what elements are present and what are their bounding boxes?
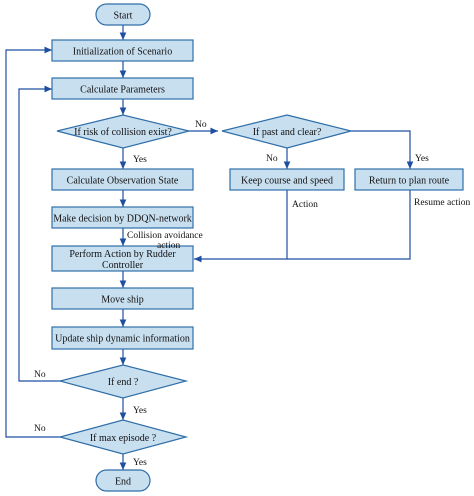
risk-yes-label: Yes xyxy=(133,155,147,165)
collision-label-line2: action xyxy=(157,241,180,251)
calc-obs-label: Calculate Observation State xyxy=(67,176,179,187)
max-no-label: No xyxy=(34,424,46,434)
past-no-label: No xyxy=(266,154,278,164)
if-max-label: If max episode ? xyxy=(90,433,157,444)
init-node xyxy=(51,39,194,62)
perform-label-line1: Perform Action by Rudder xyxy=(69,249,176,260)
return-route-node xyxy=(354,168,464,191)
nodes xyxy=(51,3,464,492)
move-ship-node xyxy=(51,287,194,310)
edge-ifend-no-loop xyxy=(18,85,62,382)
edges xyxy=(5,25,414,470)
edge-labels: No Yes No Yes Action Resume action Colli… xyxy=(34,120,470,468)
if-max-decision xyxy=(57,419,189,455)
past-clear-decision xyxy=(221,114,352,149)
decision-label: Make decision by DDQN-network xyxy=(53,214,192,225)
return-route-label: Return to plan route xyxy=(369,176,450,187)
update-ship-node xyxy=(51,326,194,350)
calc-params-label: Calculate Parameters xyxy=(80,85,165,96)
update-ship-label: Update ship dynamic information xyxy=(55,334,190,345)
edge-past-yes xyxy=(351,130,414,169)
calc-obs-node xyxy=(51,168,194,191)
decision-node xyxy=(51,206,194,229)
init-label: Initialization of Scenario xyxy=(73,47,172,58)
calc-params-node xyxy=(51,77,194,100)
keep-course-node xyxy=(229,168,345,191)
risk-decision xyxy=(56,114,190,149)
start-label: Start xyxy=(114,11,133,22)
risk-label: If risk of collision exist? xyxy=(74,127,172,138)
if-end-decision xyxy=(57,364,189,399)
risk-no-label: No xyxy=(195,120,207,130)
perform-node xyxy=(51,245,194,272)
past-yes-label: Yes xyxy=(415,154,429,164)
perform-label-line2: Controller xyxy=(102,260,144,271)
action-label: Action xyxy=(292,200,318,210)
end-node xyxy=(95,469,151,492)
edge-return-perform xyxy=(287,190,411,260)
if-end-label: If end ? xyxy=(108,377,139,388)
edge-keep-perform xyxy=(194,190,288,263)
move-ship-label: Move ship xyxy=(101,295,144,306)
collision-label-line1: Collision avoidance xyxy=(127,231,203,241)
end-no-label: No xyxy=(34,370,46,380)
edge-ifmax-no-loop xyxy=(5,46,62,438)
end-label: End xyxy=(115,477,131,488)
end-yes-label: Yes xyxy=(133,406,147,416)
past-clear-label: If past and clear? xyxy=(253,127,322,138)
max-yes-label: Yes xyxy=(133,458,147,468)
keep-course-label: Keep course and speed xyxy=(241,176,333,187)
node-labels: Start Initialization of Scenario Calcula… xyxy=(53,11,449,488)
start-node xyxy=(95,3,151,26)
resume-action-label: Resume action xyxy=(414,198,470,208)
